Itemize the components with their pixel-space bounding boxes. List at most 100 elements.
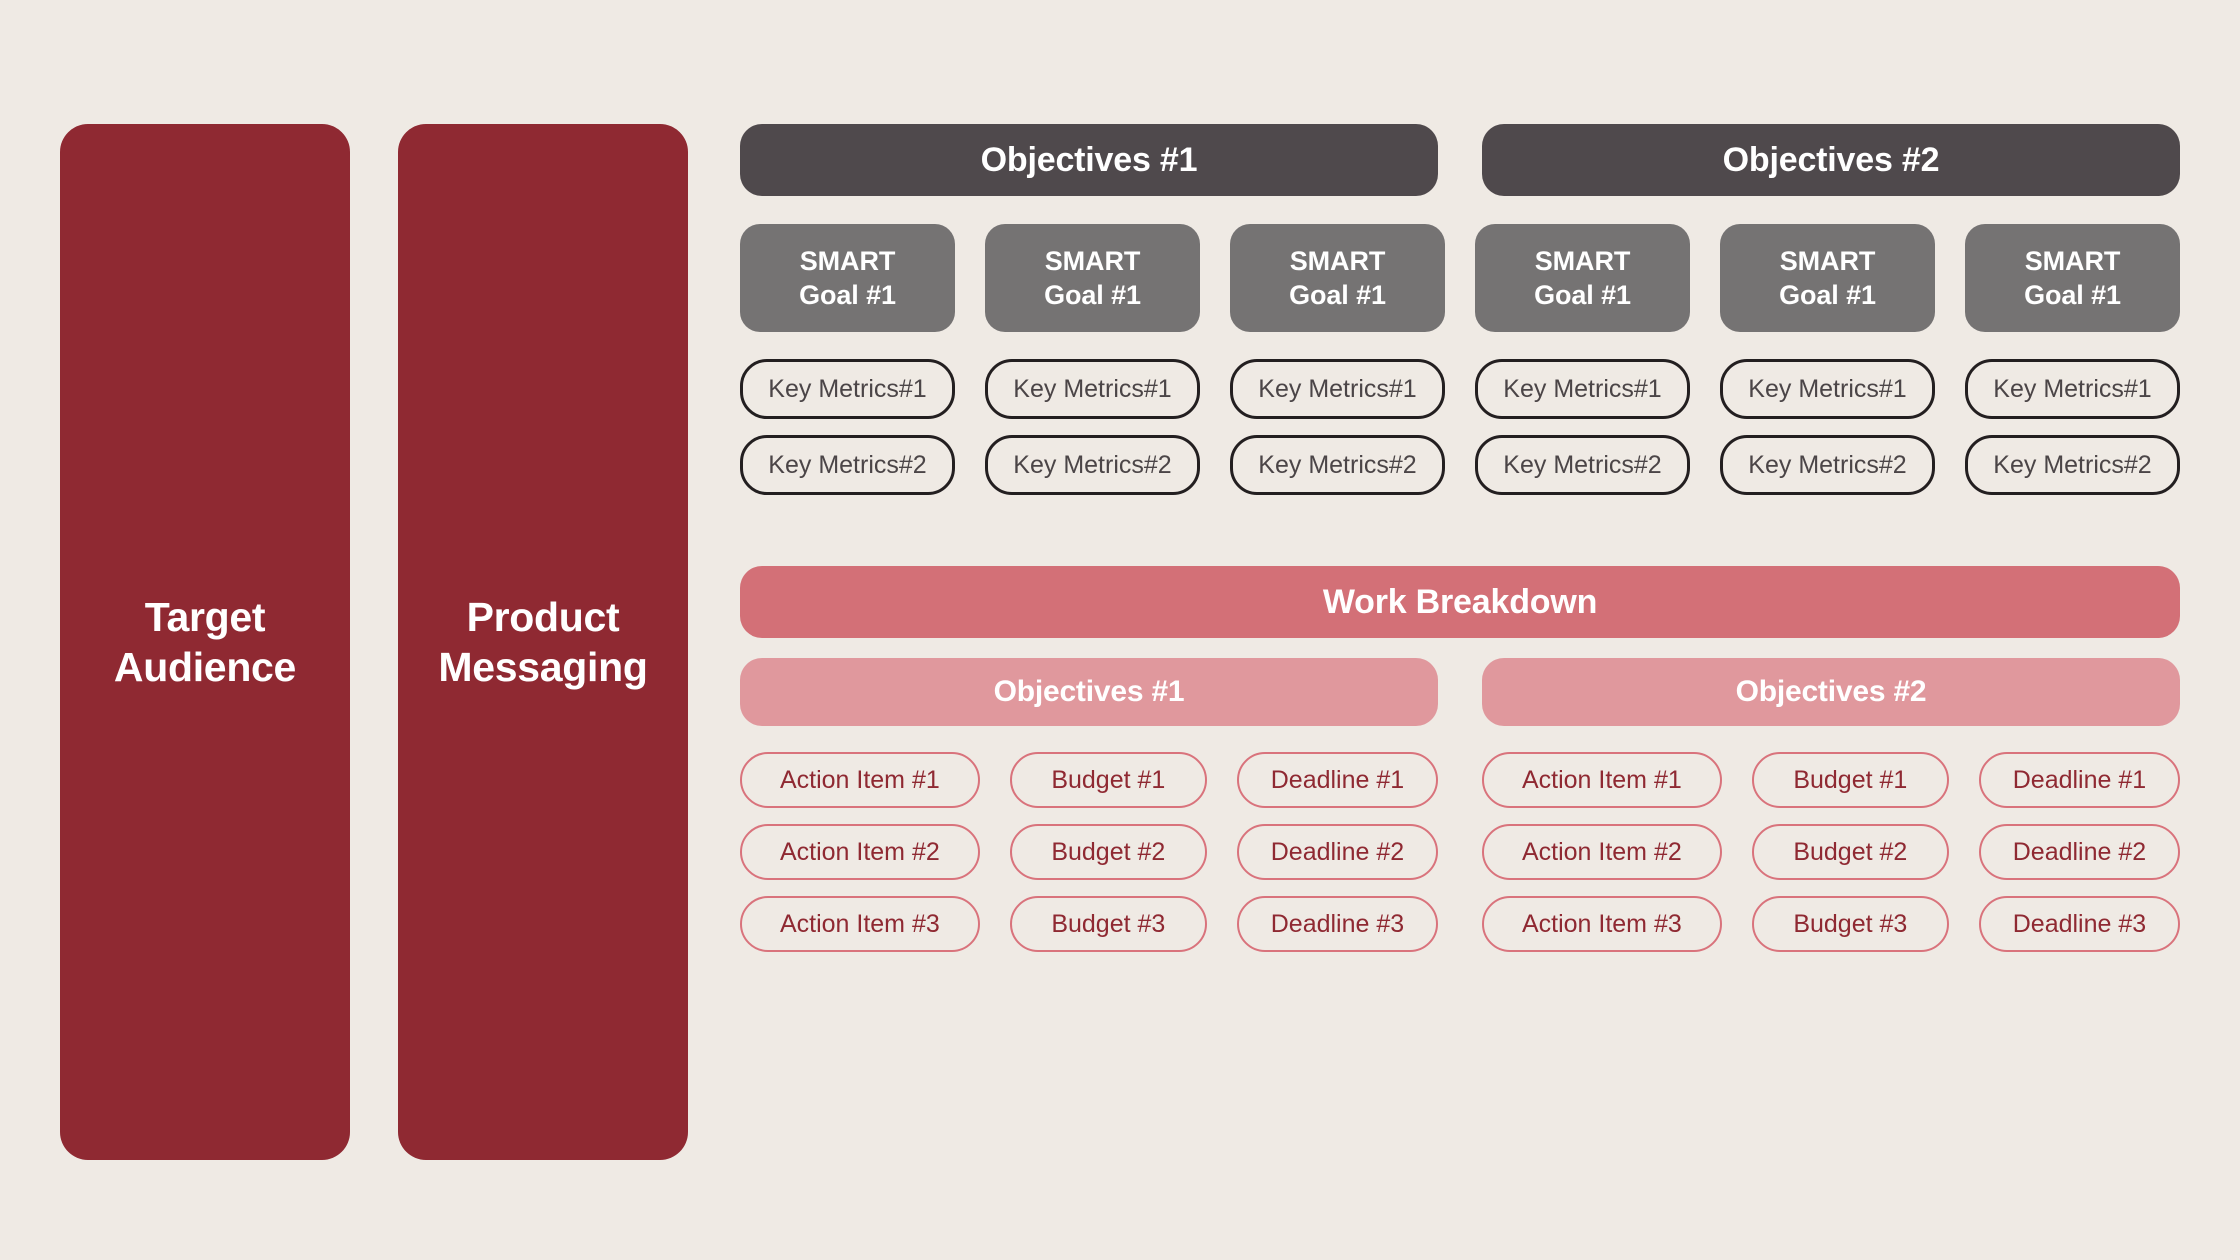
action-item-label: Action Item #3 [779,909,940,938]
smart-goal-box-2[interactable]: SMART Goal #1 [985,224,1200,332]
deadline-pill[interactable]: Deadline #2 [1978,824,2180,880]
action-item-label: Action Item #2 [1521,837,1682,866]
key-metric-pill[interactable]: Key Metrics#2 [1965,435,2180,495]
deadline-label: Deadline #3 [2012,909,2147,938]
deadline-pill[interactable]: Deadline #2 [1236,824,1438,880]
key-metric-label: Key Metrics#2 [1503,450,1662,479]
budget-pill[interactable]: Budget #3 [1751,896,1949,952]
deadline-pill[interactable]: Deadline #3 [1236,896,1438,952]
key-metrics-row-2: Key Metrics#2 Key Metrics#2 Key Metrics#… [740,435,2180,495]
action-item-pill[interactable]: Action Item #3 [740,896,980,952]
deadline-label: Deadline #1 [2012,765,2147,794]
product-messaging-line1: Product [466,593,620,640]
budget-pill[interactable]: Budget #1 [1009,752,1207,808]
work-breakdown-group-left: Action Item #2 Budget #2 Deadline #2 [740,824,1438,880]
budget-label: Budget #1 [1051,765,1166,794]
key-metric-label: Key Metrics#1 [1993,374,2152,403]
smart-goal-2-line1: SMART [1044,245,1141,276]
key-metric-pill[interactable]: Key Metrics#1 [1230,359,1445,419]
key-metric-label: Key Metrics#2 [1748,450,1907,479]
key-metric-pill[interactable]: Key Metrics#1 [1965,359,2180,419]
work-breakdown-group-right: Action Item #1 Budget #1 Deadline #1 [1482,752,2180,808]
smart-goal-5-line1: SMART [1779,245,1876,276]
target-audience-label: Target Audience [114,592,296,692]
action-item-pill[interactable]: Action Item #3 [1482,896,1722,952]
budget-label: Budget #1 [1793,765,1908,794]
target-audience-line1: Target [144,593,266,640]
work-breakdown-row-2: Action Item #2 Budget #2 Deadline #2 Act… [740,824,2180,880]
product-messaging-line2: Messaging [438,644,648,690]
action-item-label: Action Item #2 [779,837,940,866]
key-metric-pill[interactable]: Key Metrics#2 [740,435,955,495]
key-metric-pill[interactable]: Key Metrics#2 [1720,435,1935,495]
key-metric-pill[interactable]: Key Metrics#2 [1230,435,1445,495]
work-breakdown-objective-1-label: Objectives #1 [993,675,1185,708]
smart-goal-box-6[interactable]: SMART Goal #1 [1965,224,2180,332]
key-metric-pill[interactable]: Key Metrics#2 [985,435,1200,495]
smart-goal-1-line2: Goal #1 [799,280,896,310]
objectives-header-2[interactable]: Objectives #2 [1482,124,2180,196]
work-breakdown-header[interactable]: Work Breakdown [740,566,2180,638]
objectives-header-row: Objectives #1 Objectives #2 [740,124,2180,196]
smart-goal-box-5[interactable]: SMART Goal #1 [1720,224,1935,332]
budget-pill[interactable]: Budget #2 [1009,824,1207,880]
key-metric-label: Key Metrics#1 [1258,374,1417,403]
action-item-pill[interactable]: Action Item #1 [740,752,980,808]
key-metric-label: Key Metrics#1 [1748,374,1907,403]
smart-goal-3-line1: SMART [1289,245,1386,276]
deadline-label: Deadline #2 [2012,837,2147,866]
work-breakdown-objective-1[interactable]: Objectives #1 [740,658,1438,726]
work-breakdown-group-left: Action Item #1 Budget #1 Deadline #1 [740,752,1438,808]
action-item-pill[interactable]: Action Item #2 [1482,824,1722,880]
main-content-area: Objectives #1 Objectives #2 SMART Goal #… [740,124,2180,1160]
objectives-header-1-label: Objectives #1 [980,140,1198,179]
key-metric-pill[interactable]: Key Metrics#1 [740,359,955,419]
smart-goal-box-1[interactable]: SMART Goal #1 [740,224,955,332]
action-item-label: Action Item #3 [1521,909,1682,938]
budget-label: Budget #2 [1051,837,1166,866]
key-metric-pill[interactable]: Key Metrics#1 [985,359,1200,419]
deadline-pill[interactable]: Deadline #1 [1978,752,2180,808]
key-metric-label: Key Metrics#2 [768,450,927,479]
smart-goal-6-line1: SMART [2024,245,2121,276]
key-metric-label: Key Metrics#2 [1013,450,1172,479]
work-breakdown-row-3: Action Item #3 Budget #3 Deadline #3 Act… [740,896,2180,952]
key-metric-pill[interactable]: Key Metrics#2 [1475,435,1690,495]
objectives-header-1[interactable]: Objectives #1 [740,124,1438,196]
smart-goal-box-4[interactable]: SMART Goal #1 [1475,224,1690,332]
budget-pill[interactable]: Budget #1 [1751,752,1949,808]
key-metric-label: Key Metrics#2 [1258,450,1417,479]
budget-label: Budget #3 [1051,909,1166,938]
key-metric-label: Key Metrics#2 [1993,450,2152,479]
smart-goal-4-line2: Goal #1 [1534,280,1631,310]
smart-goal-1-line1: SMART [799,245,896,276]
objectives-header-2-label: Objectives #2 [1722,140,1940,179]
smart-goal-4-line1: SMART [1534,245,1631,276]
action-item-pill[interactable]: Action Item #1 [1482,752,1722,808]
smart-goal-5-line2: Goal #1 [1779,280,1876,310]
key-metric-pill[interactable]: Key Metrics#1 [1475,359,1690,419]
action-item-label: Action Item #1 [1521,765,1682,794]
work-breakdown-group-right: Action Item #2 Budget #2 Deadline #2 [1482,824,2180,880]
target-audience-panel[interactable]: Target Audience [60,124,350,1160]
budget-label: Budget #3 [1793,909,1908,938]
budget-pill[interactable]: Budget #2 [1751,824,1949,880]
key-metric-pill[interactable]: Key Metrics#1 [1720,359,1935,419]
smart-goal-box-3[interactable]: SMART Goal #1 [1230,224,1445,332]
smart-goals-row: SMART Goal #1 SMART Goal #1 SMART Goal #… [740,224,2180,332]
budget-pill[interactable]: Budget #3 [1009,896,1207,952]
target-audience-line2: Audience [113,644,297,690]
deadline-pill[interactable]: Deadline #3 [1978,896,2180,952]
work-breakdown-objective-2[interactable]: Objectives #2 [1482,658,2180,726]
key-metric-label: Key Metrics#1 [1013,374,1172,403]
product-messaging-label: Product Messaging [438,592,647,692]
product-messaging-panel[interactable]: Product Messaging [398,124,688,1160]
work-breakdown-group-right: Action Item #3 Budget #3 Deadline #3 [1482,896,2180,952]
key-metric-label: Key Metrics#1 [1503,374,1662,403]
action-item-pill[interactable]: Action Item #2 [740,824,980,880]
deadline-pill[interactable]: Deadline #1 [1236,752,1438,808]
work-breakdown-objective-2-label: Objectives #2 [1735,675,1927,708]
budget-label: Budget #2 [1793,837,1908,866]
work-breakdown-title: Work Breakdown [1322,582,1598,621]
